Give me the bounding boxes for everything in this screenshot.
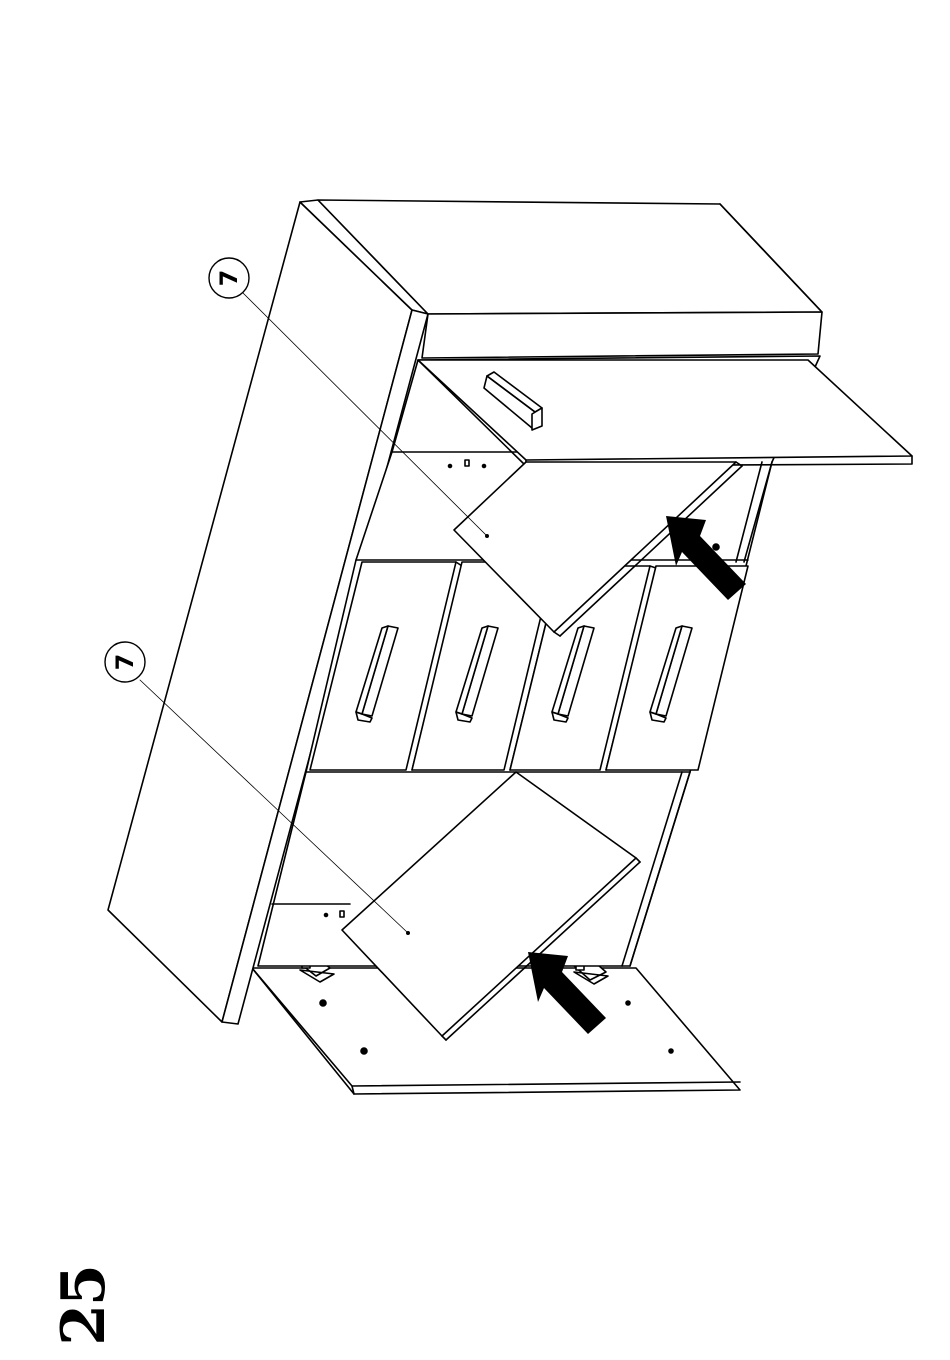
step-number: 25 [40,1274,128,1338]
callout-upper: 7 [209,258,249,298]
callout-lower: 7 [105,642,145,682]
callout-upper-label: 7 [215,270,243,287]
callout-lower-label: 7 [111,654,139,671]
